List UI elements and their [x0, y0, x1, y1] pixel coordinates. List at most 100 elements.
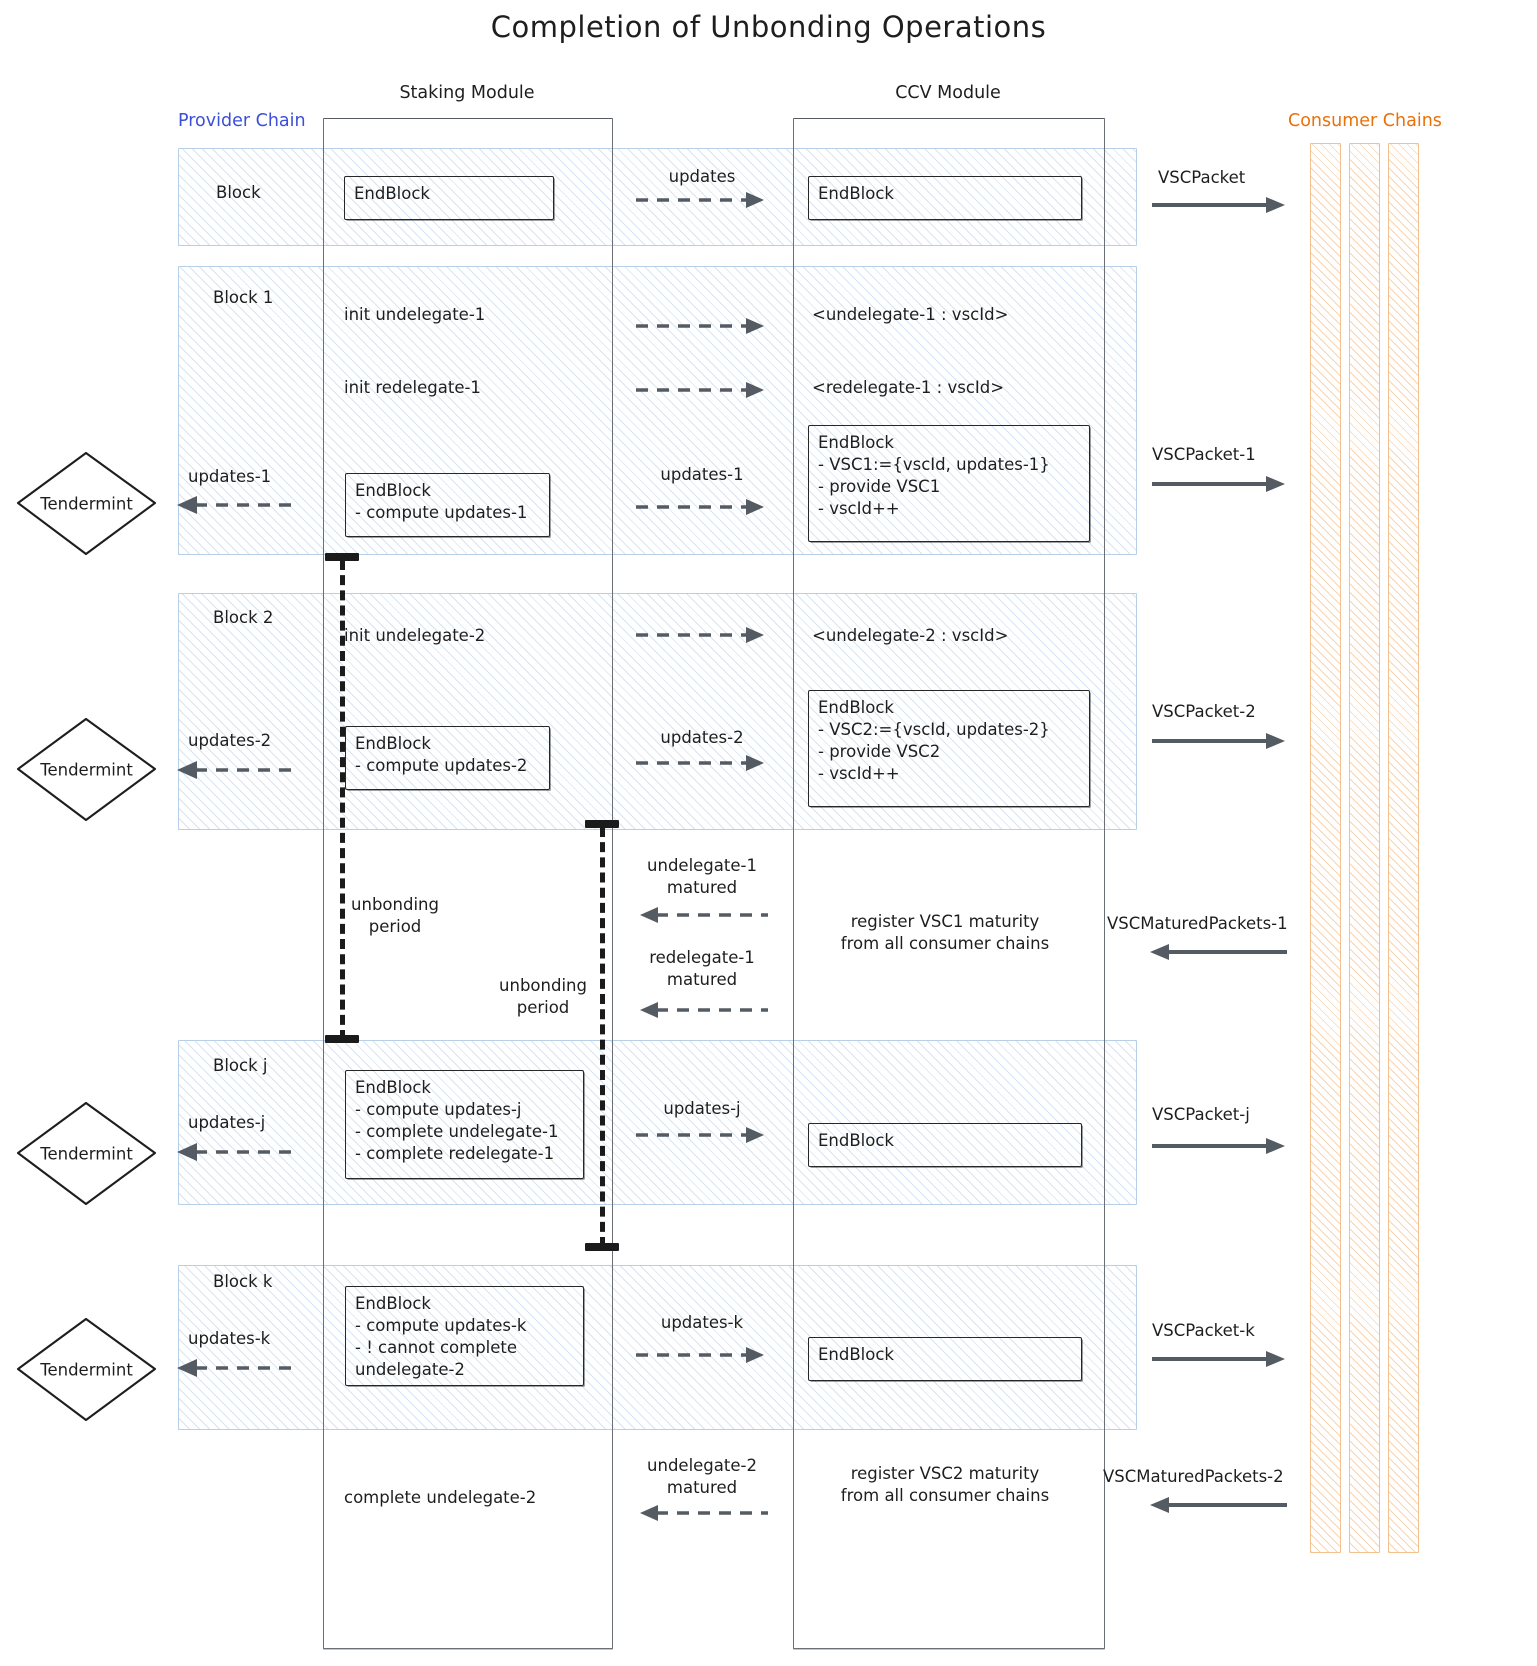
note-ccv-endblock-2-text: EndBlock - VSC2:={vscId, updates-2} - pr… — [818, 698, 1050, 783]
arrow-init-redelegate-1 — [636, 380, 768, 400]
arrow-label-updates-0: updates — [668, 167, 736, 186]
arrow-label-updates-j-mid: updates-j — [663, 1099, 741, 1118]
arrow-updates-1-to-ccv — [636, 497, 768, 517]
msg-init-redelegate-1: init redelegate-1 — [344, 378, 481, 397]
block-label-k: Block k — [213, 1272, 273, 1291]
tendermint-actor-1: Tendermint — [15, 450, 158, 558]
arrow-updates-k-to-tendermint — [175, 1358, 297, 1378]
arrow-vscpacket-k — [1152, 1348, 1286, 1368]
tendermint-actor-2: Tendermint — [15, 716, 158, 824]
block-label-j: Block j — [213, 1056, 268, 1075]
block-band-2 — [178, 593, 1137, 830]
unbonding-2-bar — [600, 827, 605, 1247]
note-endblock-0: EndBlock — [344, 176, 554, 220]
tendermint-actor-4: Tendermint — [15, 1316, 158, 1424]
block-band-k — [178, 1265, 1137, 1430]
arrow-vscmaturedpackets-2 — [1147, 1494, 1287, 1514]
arrow-label-updates-k-left: updates-k — [188, 1329, 271, 1348]
arrow-vscpacket — [1152, 194, 1286, 214]
note-ccv-endblock-0: EndBlock — [808, 176, 1082, 220]
note-ccv-endblock-0-text: EndBlock — [818, 184, 894, 203]
arrow-label-updates-j-left: updates-j — [188, 1113, 266, 1132]
arrow-redelegate-1-matured — [636, 1000, 768, 1020]
arrow-updates-0 — [636, 190, 768, 210]
tendermint-label-1: Tendermint — [40, 494, 133, 514]
arrow-updates-2-to-tendermint — [175, 760, 297, 780]
note-endblock-1: EndBlock - compute updates-1 — [345, 473, 550, 537]
block-band-0 — [178, 148, 1137, 246]
ccv-module-lifeline — [793, 118, 1105, 1649]
arrow-label-updates-k-mid: updates-k — [660, 1313, 744, 1332]
note-ccv-endblock-2: EndBlock - VSC2:={vscId, updates-2} - pr… — [808, 690, 1090, 807]
arrow-undelegate-2-matured — [636, 1503, 768, 1523]
unbonding-period-label-2: unbonding period — [499, 976, 587, 1017]
arrow-label-undelegate-2-matured: undelegate-2 matured — [647, 1456, 757, 1497]
note-ccv-endblock-1: EndBlock - VSC1:={vscId, updates-1} - pr… — [808, 425, 1090, 542]
page-title: Completion of Unbonding Operations — [490, 10, 1047, 44]
unbonding-1-start-cap — [325, 553, 359, 561]
consumer-chain-lifeline-2 — [1349, 143, 1380, 1553]
note-endblock-0-text: EndBlock — [354, 184, 430, 203]
msg-redelegate-1-vscid: <redelegate-1 : vscId> — [812, 378, 1005, 397]
msg-init-undelegate-1: init undelegate-1 — [344, 305, 486, 324]
arrow-label-vscpacket-1: VSCPacket-1 — [1152, 445, 1256, 464]
block-band-j — [178, 1040, 1137, 1205]
arrow-label-updates-2-left: updates-2 — [188, 731, 272, 750]
unbonding-2-end-cap — [585, 1243, 619, 1251]
msg-undelegate-2-vscid: <undelegate-2 : vscId> — [812, 626, 1009, 645]
note-endblock-k: EndBlock - compute updates-k - ! cannot … — [345, 1286, 584, 1386]
msg-complete-undelegate-2: complete undelegate-2 — [344, 1488, 537, 1507]
block-label-2: Block 2 — [213, 608, 274, 627]
arrow-undelegate-1-matured — [636, 905, 768, 925]
msg-register-vsc1-maturity: register VSC1 maturity from all consumer… — [840, 912, 1050, 953]
arrow-label-redelegate-1-matured: redelegate-1 matured — [649, 948, 755, 989]
arrow-label-updates-1-left: updates-1 — [188, 467, 272, 486]
arrow-updates-j-to-ccv — [636, 1125, 768, 1145]
arrow-init-undelegate-1 — [636, 316, 768, 336]
note-ccv-endblock-1-text: EndBlock - VSC1:={vscId, updates-1} - pr… — [818, 433, 1050, 518]
arrow-vscpacket-2 — [1152, 730, 1286, 750]
ccv-module-title: CCV Module — [895, 83, 1001, 103]
consumer-chain-lifeline-3 — [1388, 143, 1419, 1553]
consumer-chain-lifeline-1 — [1310, 143, 1341, 1553]
arrow-label-vscpacket-2: VSCPacket-2 — [1152, 702, 1256, 721]
note-ccv-endblock-k: EndBlock — [808, 1337, 1082, 1381]
note-endblock-2-text: EndBlock - compute updates-2 — [355, 734, 528, 775]
note-endblock-k-text: EndBlock - compute updates-k - ! cannot … — [355, 1294, 527, 1379]
staking-module-lifeline — [323, 118, 613, 1649]
note-endblock-2: EndBlock - compute updates-2 — [345, 726, 550, 790]
provider-chain-label: Provider Chain — [178, 111, 306, 131]
arrow-init-undelegate-2 — [636, 625, 768, 645]
note-ccv-endblock-k-text: EndBlock — [818, 1345, 894, 1364]
note-ccv-endblock-j: EndBlock — [808, 1123, 1082, 1167]
arrow-updates-j-to-tendermint — [175, 1142, 297, 1162]
arrow-vscpacket-1 — [1152, 473, 1286, 493]
unbonding-1-end-cap — [325, 1035, 359, 1043]
block-label-0: Block — [216, 183, 261, 202]
note-endblock-j-text: EndBlock - compute updates-j - complete … — [355, 1078, 559, 1163]
tendermint-label-4: Tendermint — [40, 1360, 133, 1380]
arrow-vscmaturedpackets-1 — [1147, 941, 1287, 961]
note-endblock-1-text: EndBlock - compute updates-1 — [355, 481, 528, 522]
arrow-label-vscmaturedpackets-2: VSCMaturedPackets-2 — [1103, 1467, 1284, 1486]
consumer-chains-label: Consumer Chains — [1288, 111, 1442, 131]
unbonding-1-bar — [340, 560, 345, 1040]
tendermint-label-3: Tendermint — [40, 1144, 133, 1164]
note-ccv-endblock-j-text: EndBlock — [818, 1131, 894, 1150]
staking-module-title: Staking Module — [399, 83, 535, 103]
arrow-label-vscpacket: VSCPacket — [1158, 168, 1246, 187]
arrow-label-undelegate-1-matured: undelegate-1 matured — [647, 856, 757, 897]
note-endblock-j: EndBlock - compute updates-j - complete … — [345, 1070, 584, 1179]
arrow-label-updates-1-mid: updates-1 — [660, 465, 744, 484]
arrow-updates-k-to-ccv — [636, 1345, 768, 1365]
msg-register-vsc2-maturity: register VSC2 maturity from all consumer… — [840, 1464, 1050, 1505]
tendermint-label-2: Tendermint — [40, 760, 133, 780]
arrow-updates-2-to-ccv — [636, 753, 768, 773]
tendermint-actor-3: Tendermint — [15, 1100, 158, 1208]
arrow-updates-1-to-tendermint — [175, 495, 297, 515]
arrow-label-vscpacket-k: VSCPacket-k — [1152, 1321, 1255, 1340]
unbonding-period-label-1: unbonding period — [351, 895, 439, 936]
arrow-label-updates-2-mid: updates-2 — [660, 728, 744, 747]
msg-undelegate-1-vscid: <undelegate-1 : vscId> — [812, 305, 1009, 324]
unbonding-2-start-cap — [585, 820, 619, 828]
